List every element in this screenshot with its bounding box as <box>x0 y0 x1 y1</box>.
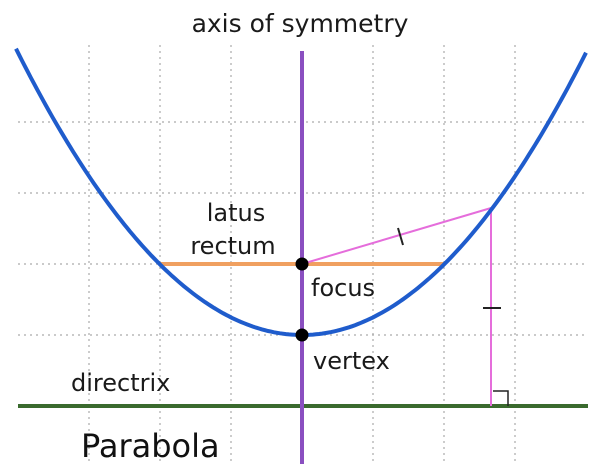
parabola-caption: Parabola <box>81 427 220 464</box>
vertex-point <box>295 328 309 342</box>
right-angle-marker <box>493 390 509 406</box>
focus-label: focus <box>311 274 375 302</box>
focus-point <box>295 257 309 271</box>
focus-to-point-line <box>301 207 492 265</box>
grid <box>18 45 588 464</box>
axis-of-symmetry-label: axis of symmetry <box>192 9 409 38</box>
equal-tick-slanted <box>397 227 404 246</box>
vertex-label: vertex <box>313 347 390 375</box>
latus-rectum-label-line2: rectum <box>190 232 275 260</box>
directrix-label: directrix <box>71 369 170 397</box>
latus-rectum-label-line1: latus <box>207 199 266 227</box>
